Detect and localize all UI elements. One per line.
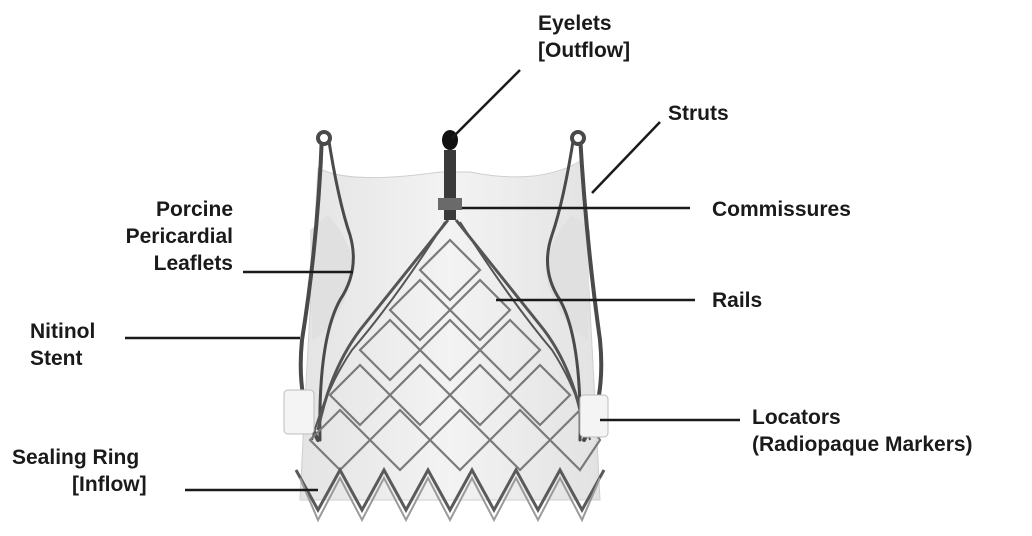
label-locators-line2: (Radiopaque Markers) xyxy=(752,431,973,458)
label-stent: Nitinol Stent xyxy=(30,318,95,372)
label-sealing-ring-line1: Sealing Ring xyxy=(12,444,147,471)
leader-struts xyxy=(592,122,660,193)
label-commissures: Commissures xyxy=(712,196,851,223)
label-rails: Rails xyxy=(712,287,762,314)
label-stent-line1: Nitinol xyxy=(30,318,95,345)
label-leaflets-line1: Porcine xyxy=(100,196,233,223)
label-struts: Struts xyxy=(668,100,729,127)
label-eyelets-line2: [Outflow] xyxy=(538,37,630,64)
label-leaflets-line2: Pericardial xyxy=(100,223,233,250)
label-eyelets-line1: Eyelets xyxy=(538,10,630,37)
label-locators: Locators (Radiopaque Markers) xyxy=(752,404,973,458)
leader-eyelets xyxy=(452,70,520,138)
label-leaflets: Porcine Pericardial Leaflets xyxy=(100,196,233,277)
label-eyelets: Eyelets [Outflow] xyxy=(538,10,630,64)
label-stent-line2: Stent xyxy=(30,345,95,372)
locator-right xyxy=(580,395,608,437)
label-sealing-ring-line2: [Inflow] xyxy=(12,471,147,498)
label-sealing-ring: Sealing Ring [Inflow] xyxy=(12,444,147,498)
label-leaflets-line3: Leaflets xyxy=(100,250,233,277)
label-locators-line1: Locators xyxy=(752,404,973,431)
locator-left xyxy=(284,390,314,434)
